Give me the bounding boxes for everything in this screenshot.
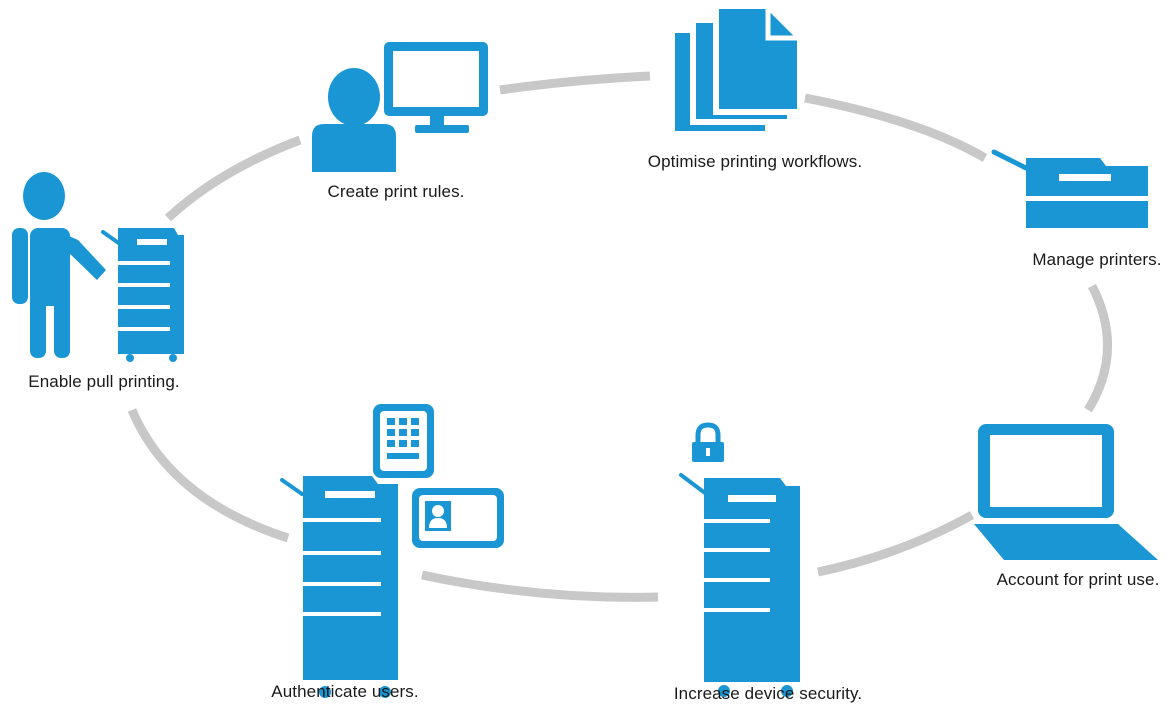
arc-workflows-to-printers — [804, 93, 988, 162]
arc-laptop-to-security — [817, 511, 975, 577]
arc-rules-to-workflows — [499, 71, 651, 95]
stacked-documents-icon — [669, 3, 803, 137]
person-at-printer-icon — [12, 172, 184, 362]
laptop-icon — [974, 424, 1158, 560]
arc-printers-to-laptop — [1084, 283, 1112, 413]
cycle-arcs — [127, 71, 1112, 602]
caption-authenticate-users: Authenticate users. — [271, 682, 419, 701]
arc-authenticate-to-pullprint — [127, 408, 290, 543]
caption-create-print-rules: Create print rules. — [327, 182, 465, 201]
caption-increase-device-security: Increase device security. — [673, 684, 863, 703]
arc-security-to-authenticate — [421, 570, 659, 602]
caption-account-for-print-use: Account for print use. — [996, 570, 1160, 589]
caption-optimise-workflows: Optimise printing workflows. — [647, 152, 863, 171]
user-at-monitor-icon — [312, 42, 488, 172]
printer-icon — [991, 149, 1148, 228]
caption-enable-pull-printing: Enable pull printing. — [28, 372, 180, 391]
caption-manage-printers: Manage printers. — [1032, 250, 1162, 269]
locked-printer-icon — [679, 422, 800, 697]
printer-keypad-badge-icon — [280, 404, 504, 698]
arc-pullprint-to-rules — [164, 135, 302, 222]
